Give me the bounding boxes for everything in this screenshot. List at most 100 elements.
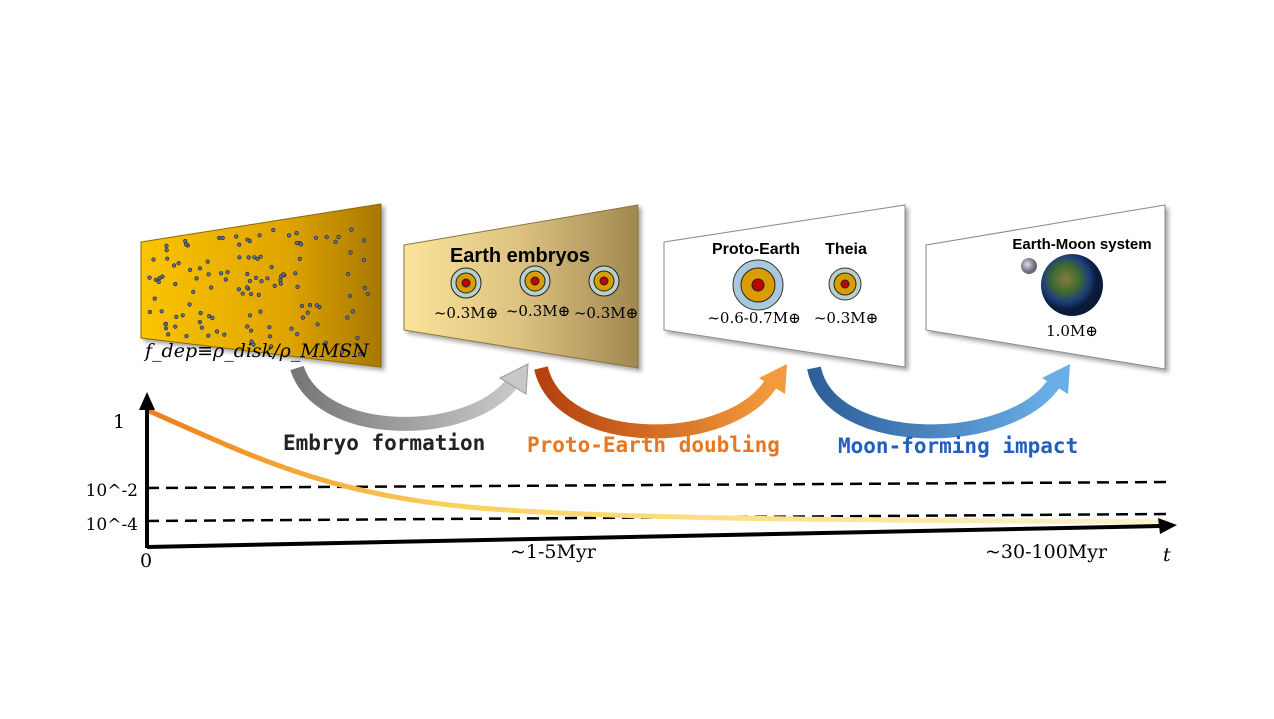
planetesimal-dot: [305, 310, 310, 315]
earth-moon-mass: 1.0M⊕: [1046, 322, 1098, 340]
stage-label-moon-forming-impact: Moon-forming impact: [838, 434, 1078, 458]
planetesimal-dot: [259, 279, 264, 284]
planetesimal-dot: [164, 248, 169, 253]
planetesimal-dot: [206, 333, 211, 338]
x-tick-1-5myr: ~1-5Myr: [510, 541, 597, 563]
planetesimal-dot: [247, 313, 253, 318]
planetesimal-dot: [336, 234, 341, 240]
panel-earth-moon: Earth-Moon system 1.0M⊕: [925, 204, 1166, 370]
planetesimal-dot: [187, 302, 192, 307]
planetesimal-dot: [153, 277, 158, 283]
planetesimal-dot: [339, 349, 345, 355]
planetesimal-dot: [205, 259, 210, 264]
planetesimal-dot: [159, 309, 164, 314]
proto-earth-mass: ~0.6-0.7M⊕: [707, 309, 800, 327]
planetesimal-dot: [257, 233, 262, 238]
embryo-mass: ~0.3M⊕: [506, 302, 570, 320]
planetesimal-dot: [214, 329, 220, 334]
planetesimal-dot: [223, 277, 228, 282]
earth-moon-title: Earth-Moon system: [1012, 236, 1151, 253]
planetesimal-dot: [333, 239, 338, 244]
planetesimal-dot: [251, 342, 256, 347]
planetesimal-dot: [297, 256, 302, 262]
arrow-proto-earth-doubling: [534, 364, 787, 439]
planetesimal-dot: [271, 227, 276, 233]
planetesimal-dot: [258, 254, 263, 259]
planetesimal-dot: [173, 282, 178, 287]
planetesimal-dot: [324, 235, 329, 240]
planetesimal-dot: [237, 242, 242, 247]
y-tick-1: 1: [113, 411, 125, 433]
proto-earth-title: Proto-Earth: [712, 241, 800, 258]
planetesimal-dot: [293, 271, 298, 276]
theia-body: [828, 267, 862, 301]
y-tick-1e-4: 10^-4: [86, 515, 138, 535]
planetesimal-dot: [299, 303, 305, 309]
planetesimal-dot: [358, 352, 363, 357]
depletion-plot: f_dep≡ρ_disk/ρ_MMSN 1 10^-2 10^-4 0 ~1-5…: [86, 340, 1177, 572]
planetesimal-dot: [269, 265, 274, 270]
planetesimal-dot: [165, 256, 170, 261]
x-axis-label: t: [1163, 544, 1171, 566]
planetesimal-dot: [315, 322, 320, 327]
planetesimal-dot: [197, 266, 203, 271]
planetesimal-dot: [209, 285, 214, 290]
planetesimal-dot: [249, 339, 254, 344]
embryo-body: [450, 267, 482, 299]
planetesimal-dot: [217, 235, 222, 240]
planetesimal-dot: [210, 315, 215, 321]
planetesimal-dot: [278, 278, 283, 283]
planetesimal-dot: [272, 283, 277, 289]
planetesimal-dot: [199, 325, 204, 330]
planetesimal-dot: [269, 344, 274, 349]
planetesimal-dot: [183, 239, 188, 244]
planetesimal-dot: [173, 324, 178, 329]
planetesimal-dots: [147, 227, 370, 357]
planetesimal-dot: [295, 284, 300, 290]
planetesimal-dot: [194, 276, 199, 281]
planetesimal-dot: [258, 309, 263, 314]
panel-proto-earth: Proto-Earth Theia ~0.6-0.7M⊕ ~0.3M⊕: [663, 204, 906, 368]
planetesimal-dot: [163, 322, 168, 327]
arrow-moon-forming-impact: [807, 364, 1070, 439]
planetesimal-dot: [188, 267, 193, 273]
planetesimal-dot: [180, 313, 185, 318]
planetesimal-dot: [349, 227, 354, 232]
depletion-curve: [145, 407, 1171, 525]
planetesimal-dot: [249, 328, 254, 333]
planetesimal-dot: [225, 270, 230, 275]
planetesimal-dot: [164, 243, 169, 248]
stage-label-embryo-formation: Embryo formation: [283, 431, 485, 455]
planetesimal-dot: [307, 303, 313, 308]
planetesimal-dot: [267, 325, 272, 330]
planetesimal-dot: [176, 261, 181, 266]
planetesimal-dot: [361, 238, 367, 243]
planetesimal-dot: [163, 326, 169, 331]
planetesimal-dot: [172, 263, 177, 268]
planetesimal-dot: [255, 256, 260, 261]
planetesimal-dot: [147, 309, 152, 315]
x-axis: [146, 524, 1161, 549]
planetesimal-dot: [237, 255, 242, 260]
planetesimal-dot: [348, 293, 353, 298]
planetesimal-dot: [345, 315, 350, 320]
planetesimal-dot: [184, 242, 189, 247]
planetesimal-dot: [247, 278, 252, 284]
planetesimal-dot: [156, 279, 161, 285]
embryo-mass: ~0.3M⊕: [434, 304, 498, 322]
planetesimal-dot: [245, 324, 250, 329]
planetesimal-dot: [245, 237, 250, 242]
planetesimal-dot: [219, 271, 224, 276]
planetesimal-dot: [249, 292, 254, 297]
planetesimal-dot: [300, 315, 306, 320]
planetesimal-dot: [191, 289, 196, 294]
embryo-body: [519, 265, 551, 297]
planetesimal-dot: [294, 240, 300, 246]
embryos-title: Earth embryos: [450, 245, 590, 267]
planetesimal-dot: [240, 291, 245, 296]
planetesimal-dot: [246, 255, 251, 260]
embryo-body: [588, 265, 620, 297]
planetesimal-dot: [314, 303, 320, 308]
planetesimal-dot: [265, 276, 270, 281]
